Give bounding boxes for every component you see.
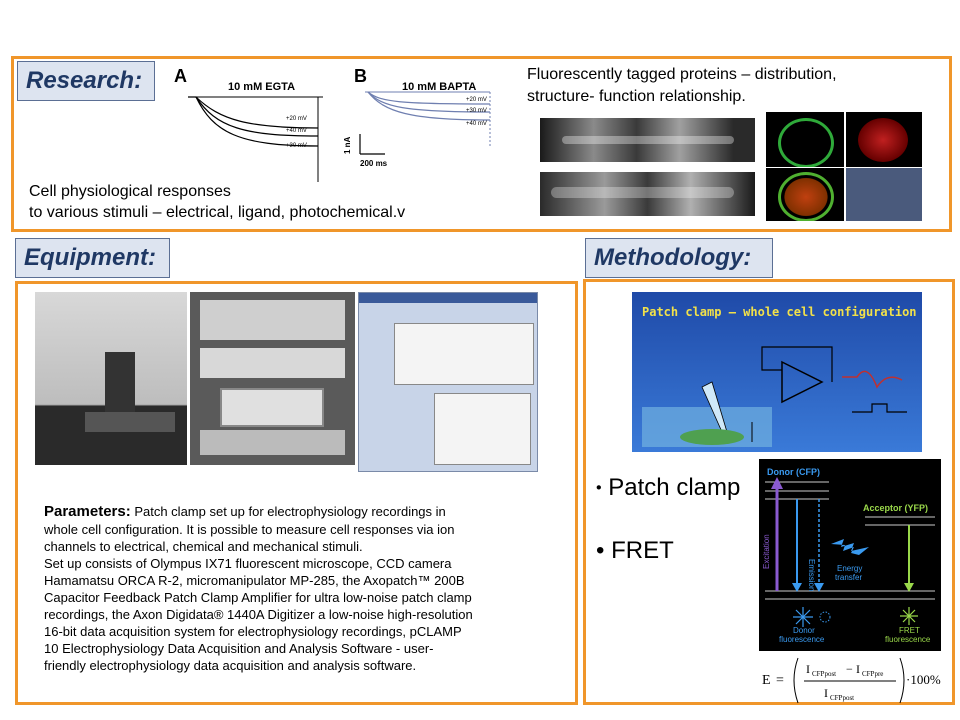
bullet-icon: • (596, 479, 602, 497)
panel-b-scale-x: 200 ms (360, 159, 388, 168)
fret-formula: E = I CFPpost − I CFPpre I CFPpost ·100% (762, 657, 941, 704)
formula-lhs: E (762, 673, 771, 688)
parameters-label: Parameters: (44, 503, 131, 520)
parameters-line-4: Set up consists of Olympus IX71 fluoresc… (44, 556, 452, 571)
fret-energy-label-1: Energy (837, 564, 862, 573)
fluor-image-2 (540, 172, 755, 216)
fret-energy-label-2: transfer (835, 573, 862, 582)
fret-fluor-label-1: FRET (899, 626, 920, 635)
panel-a-trace-1 (188, 96, 319, 147)
panel-b-label-1: +20 mV (466, 97, 487, 103)
panel-a-label-2: +40 mV (286, 128, 307, 134)
panel-a-letter: A (174, 66, 187, 86)
research-frame (11, 56, 952, 232)
formula-tail: ·100% (906, 672, 941, 687)
patch-clamp-diagram: Patch clamp – whole cell configuration (632, 292, 922, 452)
research-header: Research: (17, 61, 155, 101)
panel-a-trace-2 (195, 96, 319, 137)
fret-diagram: Donor (CFP) Acceptor (YFP) Excitation Em… (759, 459, 941, 651)
formula-paren-right (899, 657, 905, 704)
panel-a-title: 10 mM EGTA (228, 81, 295, 93)
panel-b-title: 10 mM BAPTA (402, 81, 476, 93)
research-caption-line-1: Cell physiological responses (29, 183, 231, 200)
parameters-line-1: Parameters: Patch clamp set up for elect… (44, 503, 446, 520)
formula-num-b: I (856, 662, 860, 676)
parameters-line-6: Capacitor Feedback Patch Clamp Amplifier… (44, 590, 472, 605)
fluor-image-1 (540, 118, 755, 162)
panel-b-trace-3 (367, 91, 491, 121)
donor-fluor-label-2: fluorescence (779, 635, 825, 644)
formula-den: I (824, 686, 828, 700)
fluor-image-green (766, 112, 844, 167)
panel-a-label-3: +30 mV (286, 143, 307, 149)
svg-text:=: = (776, 673, 784, 688)
patch-clamp-title: Patch clamp – whole cell configuration (642, 305, 917, 319)
research-caption-line-2: to various stimuli – electrical, ligand,… (29, 204, 406, 221)
bullet-fret: • FRET (596, 537, 674, 565)
methodology-frame (583, 279, 955, 705)
equipment-header: Equipment: (15, 238, 170, 278)
fluor-caption-line-2: structure- function relationship. (527, 88, 746, 105)
energy-transfer-bolt (831, 539, 869, 555)
fret-acceptor-label: Acceptor (YFP) (863, 503, 928, 513)
equipment-frame (15, 281, 578, 705)
cell (680, 429, 744, 445)
donor-small-burst-icon (819, 611, 831, 623)
parameters-line-10: friendly electrophysiology data acquisit… (44, 658, 417, 673)
panel-b-scale-y: 1 nA (343, 136, 352, 154)
bullet-fret-label: FRET (611, 537, 674, 564)
fluor-image-blank (846, 168, 922, 221)
fret-burst-icon (900, 607, 918, 625)
fret-fluor-label-2: fluorescence (885, 635, 931, 644)
formula-num-b-sub: CFPpre (862, 670, 883, 678)
voltage-step (852, 403, 907, 413)
bullet-icon: • (596, 537, 605, 564)
parameters-line-3: channels to electrical, chemical and mec… (44, 539, 363, 554)
panel-b-label-2: +30 mV (466, 108, 487, 114)
software-screenshot (358, 292, 538, 472)
formula-paren-left (793, 657, 799, 704)
panel-a-trace-3 (195, 96, 319, 129)
bullet-patch-clamp-label: Patch clamp (608, 474, 741, 501)
panel-b-letter: B (354, 66, 367, 86)
panel-b-chart: B 10 mM BAPTA +20 mV +30 mV +40 mV 1 nA … (343, 66, 491, 168)
panel-b-trace-1 (367, 91, 491, 105)
formula-minus: − (846, 662, 853, 676)
formula-den-sub: CFPpost (830, 694, 854, 702)
amplifier-symbol (781, 360, 824, 404)
fluor-caption-line-1: Fluorescently tagged proteins – distribu… (527, 66, 837, 83)
panel-a-chart: A 10 mM EGTA +20 mV +40 mV +30 mV (174, 66, 323, 182)
fret-excitation-label: Excitation (762, 534, 771, 569)
donor-fluor-label-1: Donor (793, 626, 815, 635)
parameters-line-9: 10 Electrophysiology Data Acquisition an… (44, 641, 434, 656)
parameters-line-7: recordings, the Axon Digidata® 1440A Dig… (44, 607, 473, 622)
parameters-line-5: Hamamatsu ORCA R-2, micromanipulator MP-… (44, 573, 465, 588)
fret-emission-label: Emission (807, 559, 816, 591)
signal-trace (842, 370, 903, 389)
donor-burst-icon (793, 607, 813, 627)
formula-num-a-sub: CFPpost (812, 670, 836, 678)
methodology-header: Methodology: (585, 238, 773, 278)
panel-b-label-3: +40 mV (466, 121, 487, 127)
parameters-text-0: Patch clamp set up for electrophysiology… (130, 504, 446, 519)
formula-num-a: I (806, 662, 810, 676)
fret-donor-label: Donor (CFP) (767, 467, 820, 477)
fluor-image-red (846, 112, 922, 167)
panel-a-label-1: +20 mV (286, 116, 307, 122)
bullet-patch-clamp: • Patch clamp (596, 474, 740, 502)
microscope-photo (35, 292, 187, 465)
panel-b-trace-2 (367, 91, 491, 113)
parameters-line-8: 16-bit data acquisition system for elect… (44, 624, 462, 639)
amplifier-rack-photo (190, 292, 355, 465)
fluor-image-merge (766, 168, 844, 221)
parameters-line-2: whole cell configuration. It is possible… (44, 522, 455, 537)
feedback-wire (761, 346, 833, 382)
